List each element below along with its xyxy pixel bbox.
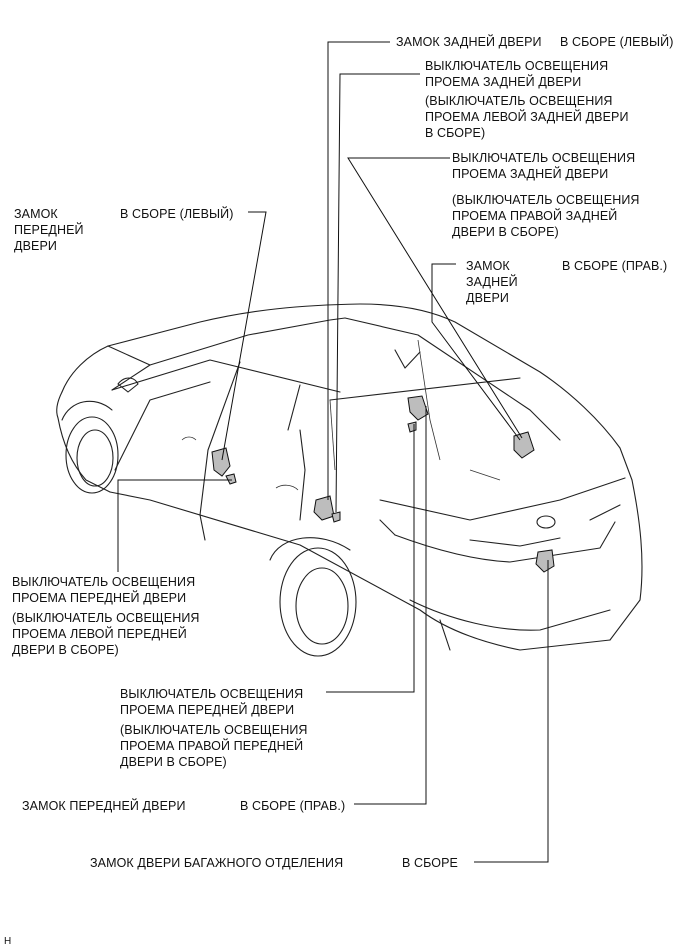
rear-door-courtesy-switch-left-label: ВЫКЛЮЧАТЕЛЬ ОСВЕЩЕНИЯ ПРОЕМА ЗАДНЕЙ ДВЕР…: [425, 59, 609, 89]
front-door-lock-left-part: [211, 447, 231, 477]
front-door-lock-right-assembly: В СБОРЕ (ПРАВ.): [240, 799, 346, 813]
front-door-courtesy-switch-right-sublabel: (ВЫКЛЮЧАТЕЛЬ ОСВЕЩЕНИЯ ПРОЕМА ПРАВОЙ ПЕР…: [120, 723, 308, 769]
rear-door-lock-right-assembly: В СБОРЕ (ПРАВ.): [562, 259, 668, 273]
front-door-courtesy-switch-right-label: ВЫКЛЮЧАТЕЛЬ ОСВЕЩЕНИЯ ПРОЕМА ПЕРЕДНЕЙ ДВ…: [120, 687, 304, 717]
rear-door-lock-left-assembly: В СБОРЕ (ЛЕВЫЙ): [560, 35, 674, 49]
front-door-courtesy-switch-left-label: ВЫКЛЮЧАТЕЛЬ ОСВЕЩЕНИЯ ПРОЕМА ПЕРЕДНЕЙ ДВ…: [12, 575, 196, 605]
front-door-lock-left-name: ЗАМОК ПЕРЕДНЕЙ ДВЕРИ: [14, 207, 84, 253]
front-door-lock-right-part: [407, 395, 429, 421]
front-door-lock-left-assembly: В СБОРЕ (ЛЕВЫЙ): [120, 207, 234, 221]
rear-door-courtesy-switch-right-label: ВЫКЛЮЧАТЕЛЬ ОСВЕЩЕНИЯ ПРОЕМА ЗАДНЕЙ ДВЕР…: [452, 151, 636, 181]
car-body: [56, 303, 643, 657]
rear-door-lock-left-part: [313, 495, 335, 521]
front-door-courtesy-switch-left-part: [225, 473, 237, 485]
trunk-lock-part: [535, 549, 555, 573]
trunk-lock-assembly: В СБОРЕ: [402, 856, 458, 870]
rear-door-lock-right-name: ЗАМОК ЗАДНЕЙ ДВЕРИ: [466, 259, 518, 305]
front-door-courtesy-switch-right-part: [407, 421, 417, 433]
rear-door-courtesy-switch-right-sublabel: (ВЫКЛЮЧАТЕЛЬ ОСВЕЩЕНИЯ ПРОЕМА ПРАВОЙ ЗАД…: [452, 193, 640, 239]
rear-door-courtesy-switch-left-sublabel: (ВЫКЛЮЧАТЕЛЬ ОСВЕЩЕНИЯ ПРОЕМА ЛЕВОЙ ЗАДН…: [425, 94, 629, 140]
front-door-courtesy-switch-left-sublabel: (ВЫКЛЮЧАТЕЛЬ ОСВЕЩЕНИЯ ПРОЕМА ЛЕВОЙ ПЕРЕ…: [12, 611, 200, 657]
footer-code: H: [4, 936, 12, 947]
rear-door-courtesy-switch-left-part: [331, 511, 341, 523]
front-door-lock-right-name: ЗАМОК ПЕРЕДНЕЙ ДВЕРИ: [22, 799, 186, 813]
trunk-lock-name: ЗАМОК ДВЕРИ БАГАЖНОГО ОТДЕЛЕНИЯ: [90, 856, 344, 870]
leader-lines: [117, 41, 549, 863]
rear-door-lock-left-name: ЗАМОК ЗАДНЕЙ ДВЕРИ: [396, 35, 542, 49]
